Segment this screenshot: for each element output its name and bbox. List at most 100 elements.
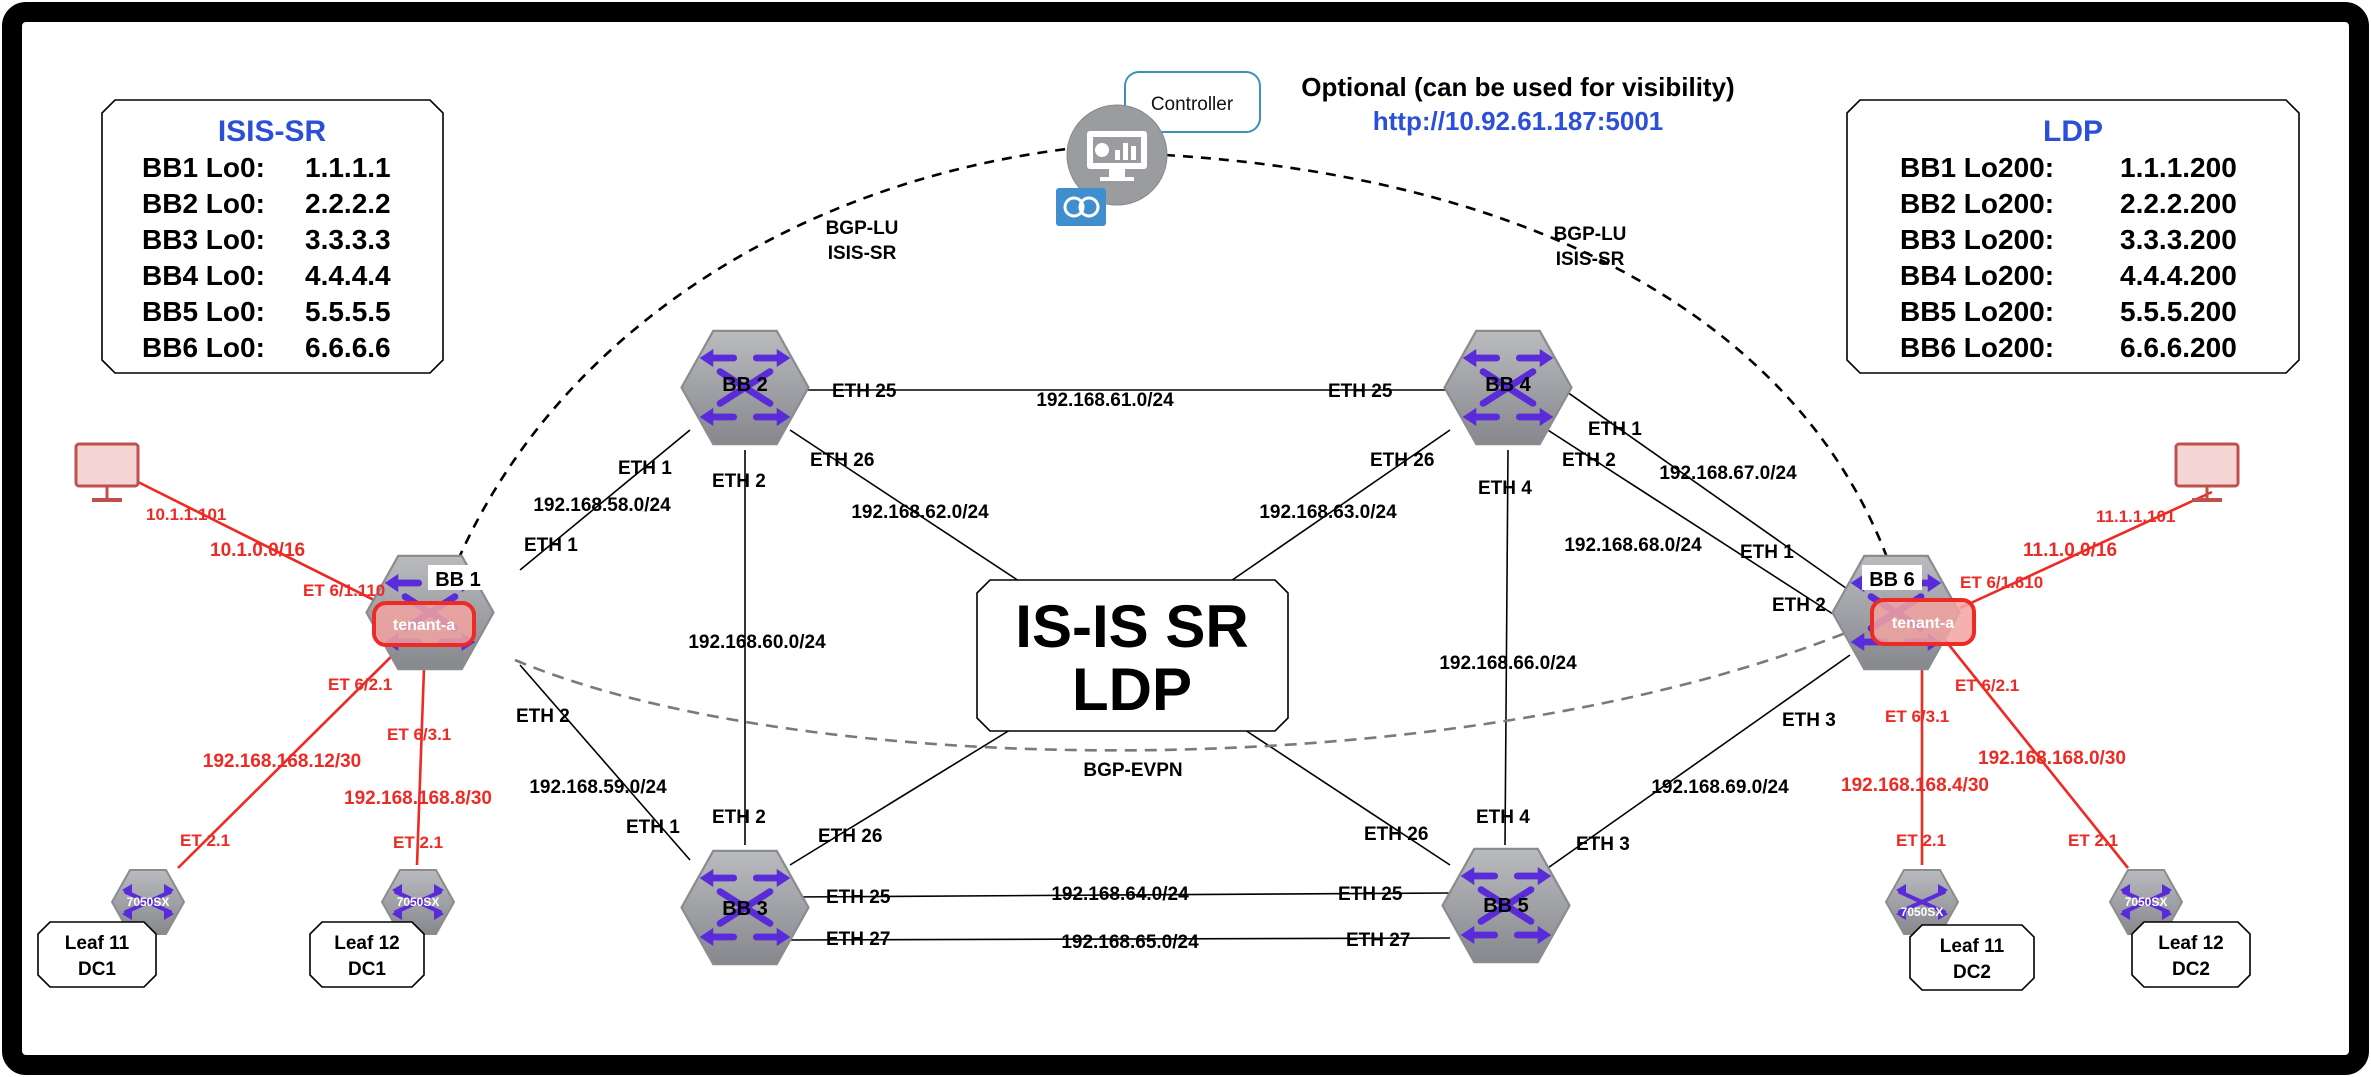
- iface-label: ET 6/3.1: [387, 725, 451, 744]
- ldp-row-name: BB1 Lo200:: [1900, 152, 2054, 183]
- core-links: [519, 379, 1871, 941]
- iface-label: ET 6/2.1: [328, 675, 392, 694]
- subnet-label: 192.168.62.0/24: [851, 502, 989, 523]
- router-bb6[interactable]: BB 6 tenant-a: [1833, 556, 1976, 669]
- router-bb3[interactable]: BB 3: [682, 851, 809, 964]
- leaf11-dc2[interactable]: 7050SX Leaf 11 DC2: [1884, 868, 2035, 991]
- ldp-box-title: LDP: [2043, 115, 2103, 148]
- subnet-label: 192.168.168.8/30: [344, 788, 492, 809]
- router-label: BB 6: [1869, 569, 1915, 591]
- iface-label: ET 2.1: [1896, 831, 1946, 850]
- link-bb1-bb2: [519, 429, 691, 571]
- isis-row-name: BB5 Lo0:: [142, 296, 265, 327]
- bgp-lu-right-label: ISIS-SR: [1556, 249, 1625, 270]
- leaf12-dc1[interactable]: 7050SX Leaf 12 DC1: [309, 868, 456, 988]
- iface-label: ETH 25: [1338, 884, 1403, 905]
- subnet-label: 192.168.69.0/24: [1651, 777, 1789, 798]
- iface-label: ETH 4: [1478, 478, 1532, 499]
- isis-row-ip: 3.3.3.3: [305, 224, 391, 255]
- isis-row-name: BB2 Lo0:: [142, 188, 265, 219]
- link-bb6-bb5: [1544, 654, 1851, 871]
- switch-model: 7050SX: [397, 895, 440, 909]
- controller-node[interactable]: Controller: [1056, 71, 1261, 226]
- isis-row-ip: 6.6.6.6: [305, 332, 391, 363]
- leaf11-dc1[interactable]: 7050SX Leaf 11 DC1: [37, 868, 186, 988]
- subnet-label: 192.168.64.0/24: [1051, 884, 1189, 905]
- iface-label: ET 6/1.110: [303, 581, 385, 600]
- link-bb2-center: [789, 429, 1026, 586]
- subnet-label: 192.168.59.0/24: [529, 777, 667, 798]
- ldp-row-name: BB5 Lo200:: [1900, 296, 2054, 327]
- subnet-label: 192.168.168.4/30: [1841, 775, 1989, 796]
- center-protocol-box: IS-IS SR LDP: [976, 579, 1289, 732]
- ldp-row-ip: 1.1.1.200: [2120, 152, 2237, 183]
- iface-label: ET 2.1: [180, 831, 230, 850]
- link-bb5-center: [1244, 729, 1451, 866]
- subnet-label: 192.168.60.0/24: [688, 632, 826, 653]
- isis-row-name: BB4 Lo0:: [142, 260, 265, 291]
- leaf12-dc2[interactable]: 7050SX Leaf 12 DC2: [2108, 868, 2251, 988]
- core-link-labels: ETH 25 192.168.61.0/24 ETH 25 ETH 1 192.…: [516, 381, 1836, 953]
- router-label: BB 4: [1485, 374, 1531, 396]
- iface-label: ETH 26: [818, 826, 882, 847]
- ldp-row-ip: 5.5.5.200: [2120, 296, 2237, 327]
- router-bb1[interactable]: BB 1 tenant-a: [367, 556, 494, 669]
- vrf-label: tenant-a: [1892, 615, 1954, 632]
- isis-sr-box: ISIS-SR BB1 Lo0: 1.1.1.1 BB2 Lo0: 2.2.2.…: [101, 99, 444, 374]
- isis-box-title: ISIS-SR: [218, 115, 327, 148]
- vrf-tenant-a-right[interactable]: [1870, 598, 1976, 646]
- host-subnet-label: 11.1.0.0/16: [2023, 540, 2117, 561]
- iface-label: ETH 26: [810, 450, 874, 471]
- optional-note: Optional (can be used for visibility): [1301, 72, 1734, 102]
- isis-row-ip: 5.5.5.5: [305, 296, 391, 327]
- host-ip-label: 11.1.1.101: [2096, 507, 2175, 526]
- leaf-dc: DC1: [78, 959, 116, 980]
- router-label: BB 1: [435, 569, 481, 591]
- link-bb4-bb5: [1504, 449, 1509, 846]
- iface-label: ET 2.1: [2068, 831, 2118, 850]
- iface-label: ET 6/1.610: [1960, 573, 2043, 592]
- host-subnet-label: 10.1.0.0/16: [210, 540, 305, 561]
- controller-label-box[interactable]: [1124, 71, 1261, 133]
- link-bb6-leaf12-dc2: [1943, 639, 2130, 869]
- ldp-row-ip: 2.2.2.200: [2120, 188, 2237, 219]
- subnet-label: 192.168.61.0/24: [1036, 390, 1174, 411]
- link-host-right: [1959, 490, 2213, 610]
- controller-url[interactable]: http://10.92.61.187:5001: [1373, 106, 1664, 136]
- leaf-dc: DC2: [2172, 959, 2210, 980]
- vrf-tenant-a-left[interactable]: [372, 601, 476, 647]
- switch-model: 7050SX: [1901, 905, 1944, 919]
- link-bb4-center: [1224, 429, 1451, 586]
- iface-label: ETH 1: [626, 817, 680, 838]
- access-labels-left: 10.1.1.101 10.1.0.0/16 ET 6/1.110 ET 6/2…: [146, 505, 492, 852]
- link-bb3-bb5-eth27: [789, 937, 1451, 941]
- router-bb4[interactable]: BB 4: [1445, 331, 1572, 444]
- controller-label: Controller: [1151, 94, 1234, 115]
- link-bb3-bb5-eth25: [789, 892, 1451, 898]
- ldp-row-name: BB3 Lo200:: [1900, 224, 2054, 255]
- iface-label: ETH 1: [1588, 419, 1642, 440]
- iface-label: ETH 25: [826, 887, 891, 908]
- isis-row-ip: 2.2.2.2: [305, 188, 391, 219]
- router-bb5[interactable]: BB 5: [1443, 849, 1570, 962]
- subnet-label: 192.168.168.12/30: [203, 751, 362, 772]
- leaf-name: Leaf 12: [334, 933, 399, 954]
- router-label: BB 2: [722, 374, 768, 396]
- isis-row-name: BB6 Lo0:: [142, 332, 265, 363]
- ldp-row-ip: 4.4.4.200: [2120, 260, 2237, 291]
- iface-label: ETH 2: [712, 471, 766, 492]
- iface-label: ETH 2: [1772, 595, 1826, 616]
- session-bgp-lu-left: [456, 146, 1076, 561]
- link-host-left: [137, 480, 391, 610]
- host-ip-label: 10.1.1.101: [146, 505, 226, 524]
- ldp-row-name: BB2 Lo200:: [1900, 188, 2054, 219]
- iface-label: ETH 2: [516, 706, 570, 727]
- router-bb2[interactable]: BB 2: [682, 331, 809, 444]
- bgp-evpn-label: BGP-EVPN: [1083, 760, 1182, 781]
- ldp-row-name: BB4 Lo200:: [1900, 260, 2054, 291]
- subnet-label: 192.168.66.0/24: [1439, 653, 1577, 674]
- subnet-label: 192.168.65.0/24: [1061, 932, 1199, 953]
- subnet-label: 192.168.67.0/24: [1659, 463, 1797, 484]
- switch-model: 7050SX: [2125, 895, 2168, 909]
